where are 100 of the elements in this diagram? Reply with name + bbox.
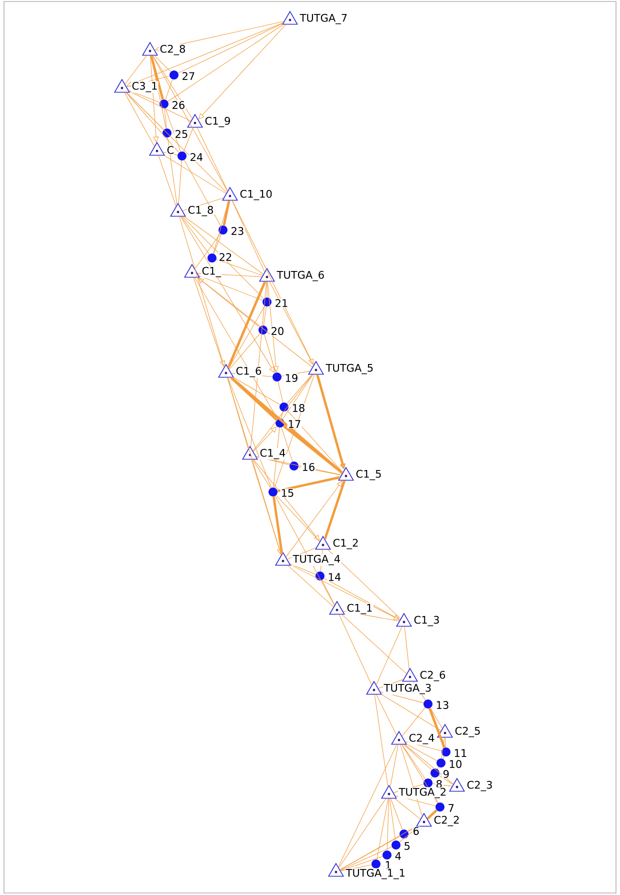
connector-line: [402, 707, 426, 736]
node-label: 21: [274, 298, 289, 308]
connector-line: [250, 281, 267, 448]
node-label: 14: [327, 572, 342, 582]
arrow: [180, 216, 275, 373]
connector-line: [278, 381, 284, 403]
connector-line: [182, 216, 264, 299]
connector-line: [328, 549, 401, 619]
connector-line: [340, 856, 383, 871]
dot-marker: [290, 462, 298, 470]
connector-line: [216, 259, 263, 276]
node-label: C1_1: [346, 603, 374, 615]
connector-line: [227, 281, 266, 368]
connector-line: [282, 425, 344, 474]
connector-line: [183, 127, 194, 152]
node-label: 8: [435, 779, 444, 789]
node-label: 24: [189, 152, 204, 162]
node-label: C1_9: [204, 116, 232, 128]
dot-marker: [272, 372, 282, 382]
node-label: 15: [280, 488, 295, 498]
connector-line: [158, 155, 176, 206]
connector-line: [376, 798, 388, 860]
dot-marker: [424, 700, 432, 708]
connector-line: [438, 775, 454, 785]
connector-line: [298, 466, 342, 476]
connector-line: [290, 564, 316, 574]
node-label: TUTGA_6: [276, 270, 326, 282]
node-label: C2_6: [419, 670, 446, 682]
connector-line: [165, 108, 181, 152]
arrow: [251, 459, 282, 555]
dot-marker: [382, 850, 392, 860]
dot-marker: [276, 418, 284, 428]
dot-marker: [268, 488, 278, 496]
connector-line: [228, 306, 265, 369]
connector-line: [227, 377, 282, 556]
connector-line: [276, 495, 320, 542]
arrow: [198, 24, 286, 120]
connector-line: [196, 127, 228, 192]
connector-line: [181, 216, 210, 254]
node-label: 25: [174, 129, 189, 139]
dot-marker: [392, 840, 400, 850]
dot-marker: [162, 128, 172, 138]
dot-marker: [442, 748, 450, 756]
connector-line: [126, 92, 180, 153]
connector-line: [430, 708, 443, 729]
connector-line: [437, 766, 439, 770]
dot-marker: [170, 70, 178, 80]
connector-line: [213, 200, 229, 254]
node-label: C1_: [201, 266, 222, 278]
dot-marker: [372, 860, 380, 868]
connector-line: [230, 376, 344, 474]
connector-line: [178, 23, 283, 74]
node-label: TUTGA_3: [383, 683, 432, 695]
connector-line: [340, 836, 400, 870]
connector-line: [340, 846, 392, 870]
connector-line: [184, 216, 264, 274]
connector-line: [390, 744, 398, 788]
connector-line: [124, 55, 147, 84]
connector-line: [164, 108, 167, 129]
connector-line: [222, 200, 230, 226]
connector-line: [194, 234, 221, 270]
node-label: 5: [403, 842, 412, 850]
connector-line: [128, 90, 160, 103]
connector-line: [213, 234, 222, 254]
connector-line: [428, 708, 446, 748]
dot-marker: [160, 100, 168, 108]
connector-line: [404, 744, 454, 784]
node-label: C2_5: [454, 726, 482, 738]
dot-marker: [400, 830, 408, 838]
connector-line: [286, 410, 343, 473]
node-label: 16: [301, 462, 316, 472]
node-label: 20: [270, 326, 285, 336]
connector-line: [394, 798, 421, 820]
dot-marker: [208, 254, 216, 262]
connector-line: [269, 281, 314, 366]
connector-line: [376, 694, 397, 736]
connector-line: [164, 155, 226, 194]
node-label: C1_5: [355, 469, 382, 481]
connector-line: [126, 92, 227, 193]
connector-line: [374, 694, 388, 787]
connector-line: [381, 694, 442, 731]
node-label: C1_10: [239, 189, 274, 201]
connector-line: [406, 744, 438, 761]
dot-marker: [178, 152, 186, 160]
node-label: C3_1: [131, 81, 158, 93]
connector-line: [252, 459, 271, 488]
node-label: C1_8: [187, 205, 214, 217]
connector-line: [288, 565, 334, 608]
node-label: 9: [442, 769, 450, 779]
connector-line: [342, 614, 407, 674]
connector-line: [252, 374, 313, 452]
connector-line: [280, 411, 284, 419]
connector-line: [322, 580, 335, 606]
connector-line: [281, 370, 310, 376]
connector-line: [162, 152, 178, 156]
connector-line: [324, 578, 400, 620]
connector-line: [404, 626, 410, 670]
connector-line: [324, 480, 346, 540]
connector-line: [402, 744, 426, 780]
connector-line: [154, 55, 171, 72]
